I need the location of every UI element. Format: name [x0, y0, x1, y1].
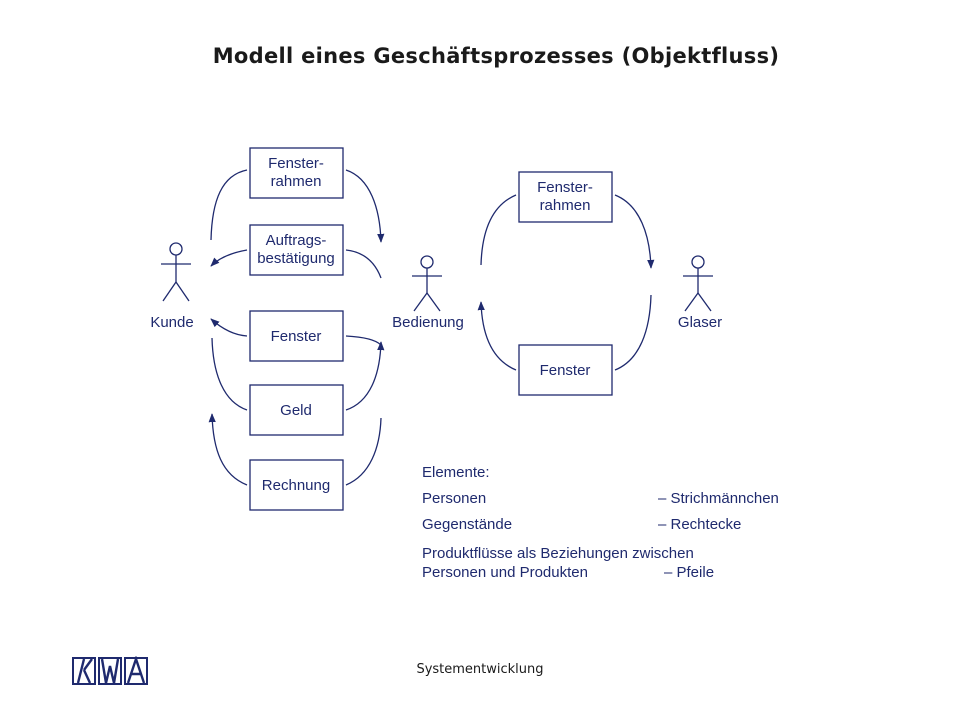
- box-label: Rechnung: [262, 477, 330, 494]
- legend-heading: Elemente:: [422, 464, 490, 481]
- flow-arrow: [211, 337, 248, 411]
- box-label: Fenster: [540, 362, 591, 379]
- actor-label-kunde: Kunde: [150, 314, 193, 331]
- kwa-logo-icon: [72, 656, 148, 685]
- object-box: [518, 171, 613, 223]
- flow-arrow: [210, 318, 248, 337]
- object-flow-diagram: Fenster- rahmen Auftrags- bestätigung Fe…: [150, 147, 779, 581]
- legend-desc: – Strichmännchen: [658, 490, 779, 507]
- legend-desc: – Rechtecke: [658, 516, 741, 533]
- flow-arrow: [614, 294, 652, 371]
- flow-arrow: [345, 417, 382, 486]
- object-box: [249, 310, 344, 362]
- actor-label-glaser: Glaser: [678, 314, 722, 331]
- box-label: rahmen: [540, 197, 591, 214]
- flow-arrow: [210, 249, 248, 267]
- actor-kunde-icon: [161, 242, 191, 302]
- flow-arrow: [345, 249, 382, 279]
- flow-arrow: [345, 341, 385, 411]
- box-label: Fenster-: [268, 155, 324, 172]
- box-label: rahmen: [271, 173, 322, 190]
- page-title: Modell eines Geschäftsprozesses (Objektf…: [212, 44, 780, 68]
- flow-arrow: [345, 335, 382, 346]
- legend-term: Personen: [422, 490, 486, 507]
- flow-arrow: [480, 194, 517, 266]
- footer-text: Systementwicklung: [416, 662, 544, 677]
- legend-flow-line: Produktflüsse als Beziehungen zwischen: [422, 545, 694, 562]
- box-label: Fenster: [271, 328, 322, 345]
- object-box: [249, 147, 344, 199]
- flow-arrow: [345, 169, 385, 243]
- legend-term: Gegenstände: [422, 516, 512, 533]
- box-label: bestätigung: [257, 250, 335, 267]
- actor-label-bedienung: Bedienung: [392, 314, 464, 331]
- box-label: Fenster-: [537, 179, 593, 196]
- flow-arrow: [210, 169, 248, 241]
- box-label: Auftrags-: [266, 232, 327, 249]
- legend-flow-desc: – Pfeile: [664, 564, 714, 581]
- legend-flow-term: Personen und Produkten: [422, 564, 588, 581]
- flow-arrow: [477, 301, 517, 371]
- flow-arrow: [208, 413, 248, 486]
- actor-bedienung-icon: [412, 255, 442, 312]
- object-box: [518, 344, 613, 396]
- flow-arrow: [614, 194, 655, 269]
- box-label: Geld: [280, 402, 312, 419]
- object-box: [249, 384, 344, 436]
- legend: Elemente: Personen – Strichmännchen Gege…: [422, 464, 779, 581]
- actor-glaser-icon: [683, 255, 713, 312]
- object-box: [249, 224, 344, 276]
- object-box: [249, 459, 344, 511]
